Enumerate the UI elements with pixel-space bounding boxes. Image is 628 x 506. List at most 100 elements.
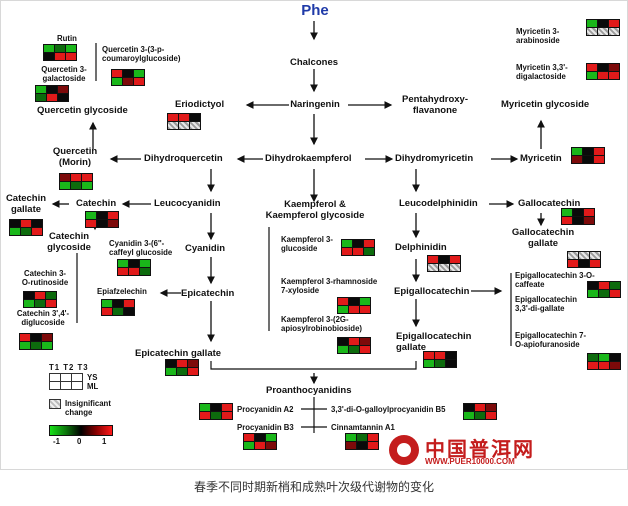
heatmap-cell (579, 260, 589, 267)
heatmap-cell (609, 72, 619, 79)
heatmap-cell (177, 360, 187, 367)
node-phe: Phe (301, 2, 329, 19)
node-catechin-rutinoside: Catechin 3- O-rutinoside (21, 269, 69, 287)
node-egc-gallate: Epigallocatechin gallate (396, 331, 472, 353)
node-kaempferol-glucoside: Kaempferol 3- glucoside (281, 235, 333, 253)
heatmap-cell (342, 248, 352, 255)
heatmap-cell (338, 306, 348, 313)
node-catechin-gallate: Catechin gallate (5, 193, 47, 215)
node-gallocatechin: Gallocatechin (518, 198, 581, 209)
heatmap-quercetin-coumaroyl (111, 69, 145, 86)
heatmap-cell (58, 94, 68, 101)
heatmap-cell (573, 209, 583, 216)
node-quercetin-glycoside: Quercetin glycoside (37, 105, 128, 116)
heatmap-cell (360, 346, 370, 353)
heatmap-egc-apiofuranoside (587, 353, 621, 370)
node-procyanidin-a2: Procyanidin A2 (237, 405, 294, 414)
node-catechin-glycoside: Catechin glycoside (47, 231, 91, 253)
heatmap-cell (168, 114, 178, 121)
color-scale (49, 425, 113, 436)
heatmap-epiafzelechin (101, 299, 135, 316)
heatmap-cell (424, 352, 434, 359)
heatmap-cinnamtannin (345, 433, 379, 450)
heatmap-cell (71, 182, 81, 189)
heatmap-delphinidin (427, 255, 461, 272)
heatmap-cell (609, 28, 619, 35)
heatmap-cell (435, 360, 445, 367)
heatmap-procyanidin-b3 (243, 433, 277, 450)
heatmap-cell (71, 174, 81, 181)
heatmap-cell (42, 334, 52, 341)
watermark: 中国普洱网 WWW.PUER10000.COM (389, 433, 625, 469)
heatmap-cell (599, 290, 609, 297)
heatmap-cell (464, 412, 474, 419)
heatmap-cell (587, 72, 597, 79)
heatmap-cell (97, 212, 107, 219)
heatmap-cell (584, 209, 594, 216)
heatmap-cell (587, 20, 597, 27)
heatmap-cell (349, 306, 359, 313)
heatmap-cell (598, 28, 608, 35)
node-catechin: Catechin (76, 198, 117, 209)
node-epicatechin: Epicatechin (181, 288, 235, 299)
watermark-name: 中国普洱网 (425, 439, 535, 461)
heatmap-cell (188, 360, 198, 367)
heatmap-cell (123, 78, 133, 85)
heatmap-quercetin-galactoside (35, 85, 69, 102)
heatmap-cell (588, 290, 598, 297)
heatmap-cell (572, 156, 582, 163)
node-kaempferol-apiosyl: Kaempferol 3-(2G- apiosylrobinobioside) (281, 315, 363, 333)
heatmap-cell (266, 442, 276, 449)
legend-row-ml: ML (87, 382, 99, 391)
heatmap-cell (36, 94, 46, 101)
heatmap-cell (594, 148, 604, 155)
heatmap-cell (66, 53, 76, 60)
node-digalloylprocyanidin: 3,3'-di-O-galloylprocyanidin B5 (331, 405, 446, 414)
node-naringenin: Naringenin (290, 99, 340, 110)
heatmap-cell (368, 434, 378, 441)
heatmap-egc-caffeate (587, 281, 621, 298)
heatmap-cell (486, 404, 496, 411)
heatmap-cell (134, 78, 144, 85)
legend-row-ys: YS (87, 373, 98, 382)
heatmap-cell (450, 256, 460, 263)
heatmap-procyanidin-a2 (199, 403, 233, 420)
heatmap-quercetin-morin (59, 173, 93, 190)
heatmap-cell (102, 300, 112, 307)
heatmap-cell (590, 260, 600, 267)
node-myricetin-glycoside: Myricetin glycoside (501, 99, 590, 110)
heatmap-cell (31, 334, 41, 341)
heatmap-cell (108, 212, 118, 219)
heatmap-cell (86, 212, 96, 219)
heatmap-cyanidin-glucoside (117, 259, 151, 276)
heatmap-catechin-rutinoside (23, 291, 57, 308)
heatmap-epicatechin-gallate (165, 359, 199, 376)
heatmap-cell (118, 260, 128, 267)
heatmap-cell (587, 64, 597, 71)
node-egc-apiofuranoside: Epigallocatechin 7- O-apiofuranoside (515, 331, 587, 349)
heatmap-cell (44, 53, 54, 60)
heatmap-cell (598, 72, 608, 79)
heatmap-cell (200, 412, 210, 419)
heatmap-cell (44, 45, 54, 52)
node-procyanidin-b3: Procyanidin B3 (237, 423, 294, 432)
heatmap-cell (594, 156, 604, 163)
heatmap-cell (123, 70, 133, 77)
node-dihydrokaempferol: Dihydrokaempferol (265, 153, 352, 164)
heatmap-cell (255, 434, 265, 441)
heatmap-cell (360, 338, 370, 345)
heatmap-cell (346, 442, 356, 449)
heatmap-cell (129, 260, 139, 267)
heatmap-cell (179, 114, 189, 121)
heatmap-digalloylprocyanidin (463, 403, 497, 420)
heatmap-cell (353, 240, 363, 247)
heatmap-cell (349, 298, 359, 305)
heatmap-cell (610, 282, 620, 289)
heatmap-cell (562, 209, 572, 216)
heatmap-cell (349, 346, 359, 353)
heatmap-cell (20, 334, 30, 341)
node-cinnamtannin: Cinnamtannin A1 (331, 423, 395, 432)
node-epiafzelechin: Epiafzelechin (97, 287, 147, 296)
heatmap-cell (82, 174, 92, 181)
heatmap-cell (598, 64, 608, 71)
